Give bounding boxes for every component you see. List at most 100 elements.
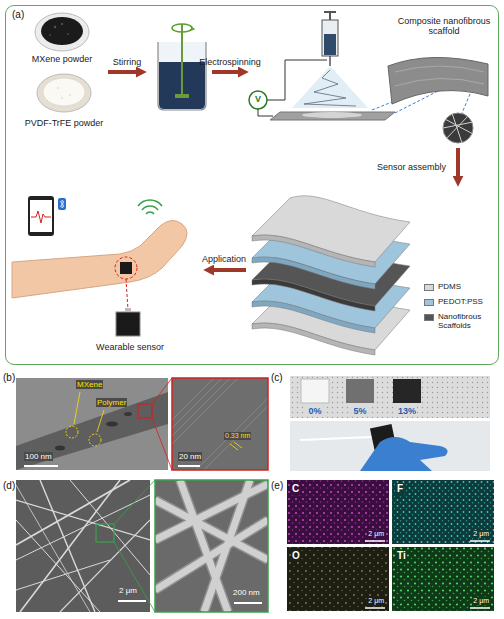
stirring-beaker xyxy=(175,94,189,98)
sem-zoom-image xyxy=(155,480,268,612)
sem-image xyxy=(16,495,150,560)
process-arrow xyxy=(212,70,240,74)
tem-image xyxy=(89,434,101,446)
scale-bar-label: 2 μm xyxy=(118,586,138,595)
sem-image xyxy=(20,480,120,612)
material-label: MXene powder xyxy=(32,54,93,64)
tem-image xyxy=(16,378,168,470)
scaffold-sheet xyxy=(395,78,484,86)
node-text: Composite nanofibrous scaffold xyxy=(394,16,494,37)
electrospinning-setup xyxy=(302,112,362,118)
wireless-icon xyxy=(142,206,158,210)
mxene-powder-dish xyxy=(35,13,89,51)
eds-map xyxy=(287,547,389,611)
lattice-spacing: 0.33 nm xyxy=(224,432,251,440)
sem-zoom-image xyxy=(155,480,268,612)
sem-image xyxy=(16,520,100,612)
node-text: PVDF-TrFE powder xyxy=(25,118,104,128)
sem-image xyxy=(96,524,114,542)
wrist-illustration xyxy=(120,262,132,274)
pvdf-powder-dish xyxy=(61,97,63,99)
scaffold-sheet xyxy=(372,57,488,143)
electrospinning-setup xyxy=(324,34,336,55)
device-label: Wearable sensor xyxy=(96,342,164,352)
phone-icon xyxy=(28,196,54,236)
callout-text: Polymer xyxy=(96,398,127,407)
electrospinning-setup xyxy=(322,20,338,56)
stirring-beaker xyxy=(189,26,194,31)
sample-photo xyxy=(393,379,421,403)
wireless-icon xyxy=(138,200,162,206)
node-text: MXene powder xyxy=(32,54,93,64)
mxene-powder-dish xyxy=(35,13,89,51)
sem-image xyxy=(114,480,155,524)
mxene-powder-dish xyxy=(41,17,83,45)
sample-photo xyxy=(346,379,374,403)
legend-entry: Nanofibrous Scaffolds xyxy=(424,312,494,330)
sem-zoom-image xyxy=(155,480,268,612)
panel-letter: (b) xyxy=(3,372,15,384)
legend-text: PDMS xyxy=(438,282,494,291)
phone-icon xyxy=(28,196,66,236)
element-label: Ti xyxy=(396,550,407,562)
tem-image xyxy=(97,410,104,432)
eds-map xyxy=(287,480,494,611)
tem-image xyxy=(152,418,172,470)
phone-icon xyxy=(30,200,52,232)
tem-image xyxy=(24,465,58,467)
hrtem-image xyxy=(196,398,268,470)
glove-photo xyxy=(290,421,490,471)
process-arrow xyxy=(456,148,460,178)
tem-image xyxy=(106,422,118,427)
scale-bar-label: 2 μm xyxy=(472,597,490,605)
legend-entry: PDMS xyxy=(424,282,494,291)
sem-image xyxy=(16,480,130,545)
element-label: C xyxy=(291,483,300,495)
eds-map xyxy=(470,540,490,542)
sem-image xyxy=(60,520,150,612)
sem-image xyxy=(16,480,150,612)
eds-map xyxy=(470,607,490,609)
electrospinning-setup xyxy=(304,70,356,106)
glove-photo xyxy=(360,437,448,471)
scaffold-sheet xyxy=(462,94,470,113)
node-text: Wearable sensor xyxy=(96,342,164,352)
arrow-label: Electrospinning xyxy=(199,57,261,67)
tem-image xyxy=(138,404,152,418)
scale-bar-label: 2 μm xyxy=(367,597,385,605)
product-label: Composite nanofibrous scaffold xyxy=(394,16,494,37)
scaffold-sheet xyxy=(452,113,462,143)
eds-map xyxy=(365,541,490,608)
tem-image xyxy=(16,392,168,470)
sem-image xyxy=(114,542,155,612)
arrow-label: Stirring xyxy=(113,57,142,67)
eds-map xyxy=(365,607,385,609)
scaffold-sheet xyxy=(443,122,473,128)
tem-image xyxy=(152,378,172,404)
tem-image xyxy=(124,412,132,416)
hrtem-image xyxy=(172,378,268,470)
sem-image xyxy=(118,600,146,602)
scale-bar-label: 2 μm xyxy=(367,530,385,538)
hrtem-image xyxy=(204,406,268,470)
phone-icon xyxy=(60,200,64,208)
sensor-layer-stack xyxy=(252,196,410,355)
hrtem-image xyxy=(172,378,222,428)
phone-icon xyxy=(58,198,66,210)
tem-image xyxy=(16,392,168,470)
glove-photo xyxy=(300,437,372,440)
eds-map xyxy=(392,480,494,544)
mxene-powder-dish xyxy=(67,33,69,35)
hrtem-image xyxy=(172,378,268,470)
legend-entry: PEDOT:PSS xyxy=(424,297,494,306)
electrospinning-setup xyxy=(292,66,368,108)
scaffold-sheet xyxy=(395,90,440,113)
phone-icon xyxy=(31,211,51,223)
eds-map xyxy=(365,540,385,542)
panel-letter: (c) xyxy=(271,372,283,384)
hrtem-image xyxy=(230,444,238,450)
mxene-powder-dish xyxy=(49,34,51,36)
sensor-layer-stack xyxy=(252,235,375,267)
scaffold-sheet xyxy=(395,66,484,72)
